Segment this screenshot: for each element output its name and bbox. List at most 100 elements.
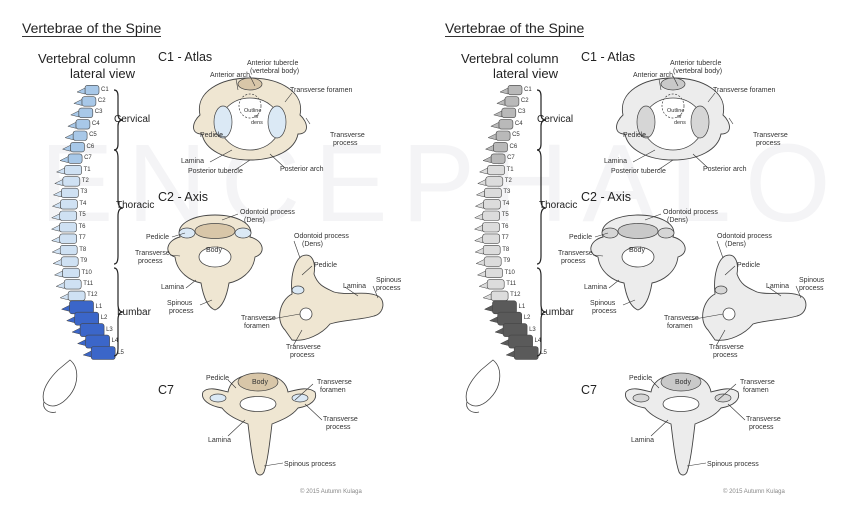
spinous-process-t1 [55, 167, 65, 175]
segment-label-t5: T5 [501, 212, 509, 219]
vertebra-l4 [508, 334, 533, 349]
spinous-process-t9 [52, 259, 62, 266]
spinous-process-t2 [54, 179, 64, 186]
c2-transverse-label: Transverse [135, 250, 170, 257]
c2-axis-drawing [167, 214, 263, 311]
segment-label-t3: T3 [80, 189, 88, 196]
c1-posterior-arch-label: Posterior arch [280, 166, 324, 173]
c2-title: C2 - Axis [581, 190, 632, 204]
spinous-process-l2 [65, 316, 75, 324]
segment-label-t8: T8 [79, 246, 87, 253]
c1-atlas-drawing [193, 77, 307, 161]
c2-side-tp-label: Transverse [286, 344, 321, 351]
spinous-process-t6 [50, 224, 60, 232]
segment-label-c5: C5 [89, 132, 97, 139]
c2-side-tf-sub: foramen [244, 323, 270, 330]
segment-label-c5: C5 [512, 132, 520, 139]
segment-label-t6: T6 [501, 223, 509, 230]
spinous-process-t10 [476, 270, 486, 278]
spinous-process-t4 [51, 201, 61, 209]
vertebra-l5 [513, 346, 539, 360]
c2-spinous-label: Spinous [167, 300, 193, 307]
spinous-process-t7 [50, 236, 60, 244]
c2-side-tf-label: Transverse [664, 315, 699, 322]
segment-label-c7: C7 [507, 155, 515, 162]
c1-lamina-label: Lamina [604, 158, 627, 165]
spinous-process-l2 [488, 316, 498, 324]
segment-label-l1: L1 [518, 303, 526, 310]
c1-posterior-tubercle-label: Posterior tubercle [188, 168, 243, 175]
vertebra-c5 [495, 130, 511, 141]
spinous-process-c5 [487, 133, 497, 141]
c1-anterior-tubercle-label: Anterior tubercle [247, 60, 299, 67]
c2-side-odontoid-label: Odontoid process [294, 233, 349, 240]
panel-title: Vertebrae of the Spine [445, 20, 585, 37]
spinous-process-t5 [50, 213, 60, 221]
vertebra-t8 [59, 245, 78, 256]
segment-label-t6: T6 [78, 223, 86, 230]
spinous-process-c4 [490, 121, 500, 129]
vertebra-c4 [498, 119, 514, 130]
vertebra-t2 [485, 176, 504, 187]
column-title-line2: lateral view [70, 66, 136, 81]
panel-title: Vertebrae of the Spine [22, 20, 162, 37]
segment-label-l3: L3 [529, 326, 536, 333]
column-title-line2: lateral view [493, 66, 559, 81]
c7-drawing [625, 372, 740, 476]
spinous-process-c3 [70, 110, 80, 118]
c7-title: C7 [581, 383, 597, 397]
c1-outline-dens: dens [251, 120, 263, 126]
c2-side-tp-sub: process [713, 352, 738, 359]
c2-odontoid-label: Odontoid process [663, 209, 718, 216]
c2-axis-side-drawing [279, 254, 384, 341]
segment-label-l4: L4 [111, 338, 119, 345]
segment-label-t2: T2 [504, 178, 512, 184]
c2-side-spinous-label: Spinous [376, 277, 402, 284]
c7-body-label: Body [252, 379, 268, 386]
c2-pedicle-label: Pedicle [146, 234, 169, 241]
vertebra-l4 [85, 334, 110, 349]
spinous-process-c6 [484, 144, 494, 152]
segment-label-t9: T9 [80, 258, 88, 264]
c2-side-pedicle-label: Pedicle [737, 262, 760, 269]
c7-tf-label: Transverse [740, 379, 775, 386]
spinous-process-l3 [71, 327, 81, 335]
vertebra-t6 [59, 222, 77, 233]
c2-pedicle-label: Pedicle [569, 234, 592, 241]
c2-axis-side-drawing [702, 254, 807, 341]
c7-lamina-label: Lamina [631, 437, 654, 444]
segment-label-t4: T4 [502, 200, 510, 207]
c1-outline-label: Outline [244, 108, 262, 114]
spinous-process-l3 [494, 327, 504, 335]
spinous-process-t3 [475, 190, 485, 198]
vertebra-t11 [486, 279, 505, 290]
c2-side-odontoid-sub: (Dens) [725, 241, 747, 248]
illustration [465, 75, 807, 476]
region-cervical: Cervical [537, 114, 574, 125]
sacrum [465, 359, 501, 407]
vertebra-t3 [61, 187, 79, 198]
spinous-process-t8 [474, 247, 484, 255]
c2-side-tp-label: Transverse [709, 344, 744, 351]
c7-tp-sub: process [749, 424, 774, 431]
vertebra-t7 [59, 233, 78, 244]
vertebra-t4 [60, 199, 78, 210]
vertebra-c4 [75, 119, 91, 130]
c2-spinous-sub: process [169, 308, 194, 315]
vertebra-l1 [492, 300, 517, 315]
spinous-process-t7 [473, 236, 483, 244]
column-title-line1: Vertebral column [461, 51, 559, 66]
vertebra-l1 [69, 300, 94, 315]
spinous-process-t3 [52, 190, 62, 198]
c1-pedicle-label: Pedicle [623, 132, 646, 139]
segment-label-t3: T3 [503, 189, 511, 196]
segment-label-t5: T5 [78, 212, 86, 219]
spinous-process-t4 [474, 201, 484, 209]
segment-label-t10: T10 [504, 269, 515, 276]
segment-label-t2: T2 [81, 178, 89, 184]
segment-label-c1: C1 [524, 86, 532, 93]
spine [42, 85, 116, 413]
c1-transverse-foramen-label: Transverse foramen [713, 87, 776, 94]
c7-lamina-label: Lamina [208, 437, 231, 444]
vertebra-t6 [482, 222, 500, 233]
